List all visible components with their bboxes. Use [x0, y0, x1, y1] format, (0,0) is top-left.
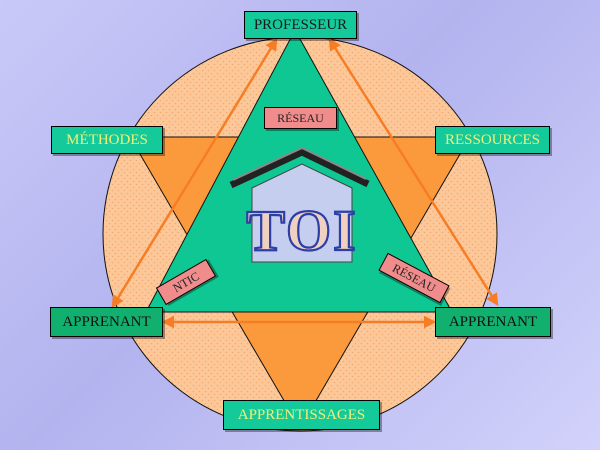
- node-ressources: RESSOURCES: [435, 126, 550, 154]
- house-icon: TOI: [229, 146, 370, 264]
- node-methodes: MÉTHODES: [51, 126, 163, 154]
- node-apprenant-right: APPRENANT: [435, 307, 551, 337]
- arrow-apprenant-professeur-left: [111, 37, 278, 309]
- node-apprenant-left: APPRENANT: [50, 307, 163, 337]
- arrow-professeur-apprenant-right: [328, 37, 499, 307]
- node-professeur: PROFESSEUR: [244, 11, 357, 39]
- tag-reseau-top: RÉSEAU: [264, 107, 337, 129]
- house-text: TOI: [246, 198, 357, 263]
- node-apprentissages: APPRENTISSAGES: [223, 400, 380, 430]
